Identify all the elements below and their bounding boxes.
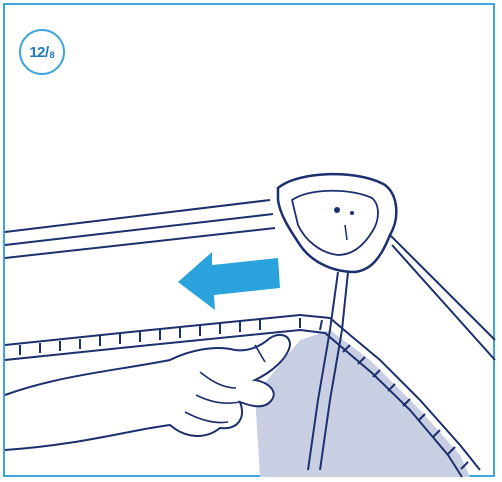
side-rail	[380, 225, 495, 360]
hand-icon	[5, 335, 290, 450]
arrow-left-icon	[178, 252, 280, 310]
top-rail	[5, 200, 275, 258]
corner-connector	[278, 174, 396, 272]
